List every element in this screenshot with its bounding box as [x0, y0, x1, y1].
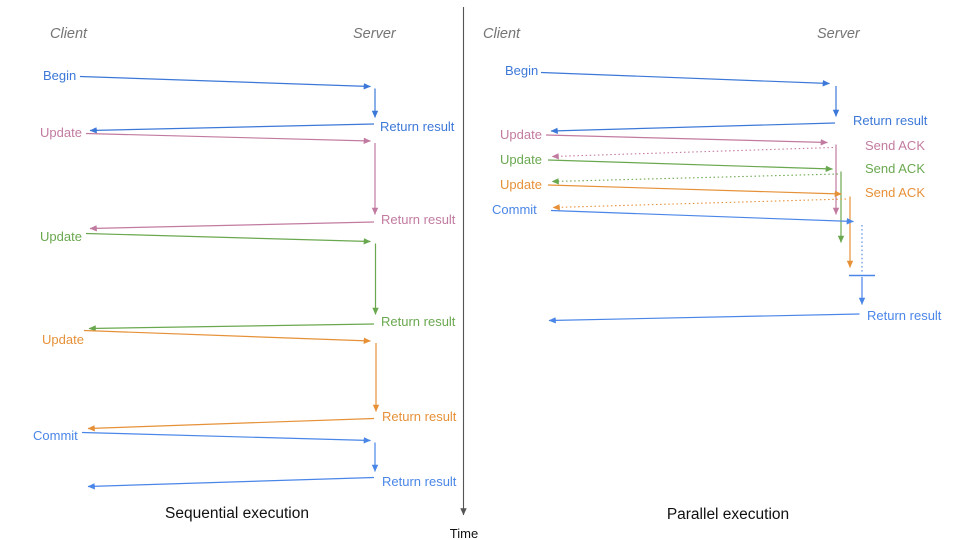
parallel-diagram: Client Server Begin Return result Update… — [483, 26, 942, 523]
seq-update1-label: Update — [40, 125, 82, 140]
seq-update3-return-arrow — [87, 417, 375, 432]
par-update1-ack-arrow — [551, 146, 834, 160]
sequential-diagram: Client Server Begin Return result Update… — [33, 26, 457, 522]
par-update2-label: Update — [500, 152, 542, 167]
seq-update2-return-label: Return result — [381, 314, 456, 329]
par-diagram-title: Parallel execution — [667, 506, 789, 523]
seq-update3-label: Update — [42, 332, 84, 347]
par-commit-return-arrow — [548, 313, 860, 324]
seq-client-header: Client — [50, 26, 88, 42]
time-axis-label: Time — [450, 526, 478, 540]
seq-begin-return-label: Return result — [380, 119, 455, 134]
par-update3-ack-arrow — [552, 198, 847, 211]
seq-update3-return-label: Return result — [382, 409, 457, 424]
par-update2-ack-arrow — [551, 173, 839, 185]
seq-begin-request-arrow — [79, 75, 371, 90]
seq-message-begin: Begin Return result — [43, 68, 455, 134]
par-update2-ack-label: Send ACK — [865, 161, 925, 176]
seq-message-update2: Update Return result — [40, 229, 456, 332]
seq-update3-request-arrow — [83, 329, 371, 344]
seq-update1-return-label: Return result — [381, 212, 456, 227]
par-begin-return-label: Return result — [853, 113, 928, 128]
par-update1-ack-label: Send ACK — [865, 138, 925, 153]
par-update1-request-arrow — [545, 134, 828, 146]
seq-commit-label: Commit — [33, 428, 78, 443]
seq-begin-return-arrow — [89, 123, 375, 134]
seq-message-commit: Commit Return result — [33, 428, 457, 490]
seq-commit-return-label: Return result — [382, 474, 457, 489]
seq-message-update1: Update Return result — [40, 125, 456, 232]
seq-update2-label: Update — [40, 229, 82, 244]
seq-message-update3: Update Return result — [42, 329, 457, 432]
par-message-begin: Begin Return result — [505, 63, 928, 135]
par-begin-return-arrow — [550, 122, 836, 135]
par-message-update3: Update Send ACK — [500, 177, 925, 268]
seq-update1-request-arrow — [85, 132, 371, 145]
seq-commit-request-arrow — [81, 431, 371, 444]
par-client-header: Client — [483, 26, 521, 42]
seq-update2-return-arrow — [88, 323, 375, 332]
par-commit-request-arrow — [550, 209, 854, 225]
par-server-header: Server — [817, 26, 861, 42]
par-commit-return-label: Return result — [867, 308, 942, 323]
time-axis: Time — [450, 7, 478, 540]
par-begin-label: Begin — [505, 63, 538, 78]
par-message-update1: Update Send ACK — [500, 127, 925, 215]
seq-update2-request-arrow — [85, 232, 371, 245]
par-update3-ack-label: Send ACK — [865, 185, 925, 200]
par-commit-label: Commit — [492, 202, 537, 217]
seq-commit-return-arrow — [87, 476, 375, 490]
seq-begin-label: Begin — [43, 68, 76, 83]
par-update3-request-arrow — [547, 184, 842, 197]
par-begin-request-arrow — [540, 71, 830, 87]
par-message-commit: Commit Return result — [492, 202, 942, 324]
seq-diagram-title: Sequential execution — [165, 505, 309, 522]
par-update1-label: Update — [500, 127, 542, 142]
par-update2-request-arrow — [547, 159, 833, 172]
seq-update1-return-arrow — [89, 221, 375, 232]
seq-server-header: Server — [353, 26, 397, 42]
par-update3-label: Update — [500, 177, 542, 192]
par-message-update2: Update Send ACK — [500, 152, 925, 243]
